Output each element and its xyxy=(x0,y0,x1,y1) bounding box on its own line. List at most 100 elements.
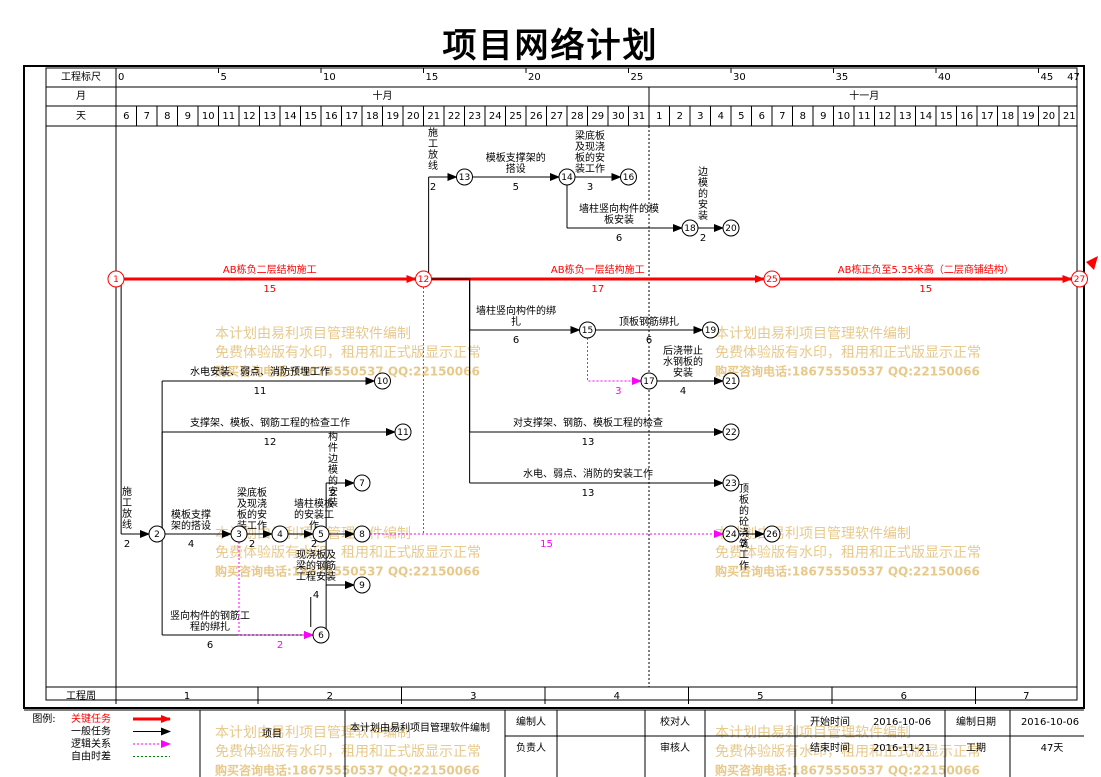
task-duration: 6 xyxy=(513,335,519,346)
logic-duration: 3 xyxy=(615,386,621,397)
task-duration: 2 xyxy=(430,182,436,193)
node-label: 10 xyxy=(377,377,389,387)
watermark-line: 本计划由易利项目管理软件编制 xyxy=(715,326,911,342)
day-label: 1 xyxy=(656,111,662,122)
watermark-line: 本计划由易利项目管理软件编制 xyxy=(215,725,411,741)
task-label: 装工作 xyxy=(575,162,605,175)
day-label: 11 xyxy=(222,111,235,122)
watermark-line: 本计划由易利项目管理软件编制 xyxy=(715,725,911,741)
day-label: 16 xyxy=(325,111,338,122)
day-label: 23 xyxy=(468,111,481,122)
outer-frame xyxy=(23,65,1085,709)
day-label: 8 xyxy=(800,111,806,122)
task-duration: 5 xyxy=(513,182,519,193)
task-label: 水钢板的 xyxy=(663,355,703,368)
node-circle xyxy=(722,525,740,543)
week-label: 3 xyxy=(470,691,476,702)
node-label: 17 xyxy=(643,377,654,387)
day-label: 12 xyxy=(243,111,256,122)
task-duration: 3 xyxy=(587,182,593,193)
watermark-d: 本计划由易利项目管理软件编制免费体验版有水印，租用和正式版显示正常购买咨询电话:… xyxy=(715,526,981,579)
task-duration: 15 xyxy=(263,284,276,295)
project-label: 项目 xyxy=(262,728,282,740)
node-label: 4 xyxy=(277,530,283,540)
day-label: 5 xyxy=(738,111,744,122)
logic-link xyxy=(587,338,642,385)
node-label: 6 xyxy=(318,631,324,641)
task-label-char: 装 xyxy=(698,209,708,222)
start-value: 2016-10-06 xyxy=(873,717,931,728)
week-label: 1 xyxy=(184,691,190,702)
node-circle xyxy=(230,525,248,543)
day-label: 22 xyxy=(448,111,461,122)
task-label-char: 工 xyxy=(739,550,749,561)
ruler-tick-label: 15 xyxy=(426,72,439,83)
task-duration: 13 xyxy=(582,488,595,499)
node-label: 18 xyxy=(684,224,696,234)
task-duration: 4 xyxy=(188,539,194,550)
ruler-tick-label: 45 xyxy=(1041,72,1054,83)
task-duration: 11 xyxy=(254,386,267,397)
task-connector xyxy=(161,432,165,535)
day-label: 13 xyxy=(899,111,912,122)
task-label: 现浇板及 xyxy=(296,548,336,561)
owner-label: 负责人 xyxy=(516,741,546,754)
task-duration: 13 xyxy=(582,437,595,448)
node-circle xyxy=(107,270,125,288)
task-label: 梁底板 xyxy=(575,129,605,142)
day-label: 30 xyxy=(612,111,625,122)
task-label: 后浇带止 xyxy=(663,344,703,357)
node-circle xyxy=(722,219,740,237)
duration-value: 47天 xyxy=(1041,743,1064,754)
task-label-char: 顶 xyxy=(739,483,749,495)
node-circle xyxy=(722,372,740,390)
end-flag xyxy=(1086,256,1098,270)
day-label: 19 xyxy=(386,111,399,122)
node-label: 13 xyxy=(459,173,470,183)
task-duration: 4 xyxy=(313,590,319,601)
week-label: 2 xyxy=(327,691,333,702)
task-label-char: 安 xyxy=(698,198,708,211)
node-label: 8 xyxy=(359,530,365,540)
task-label: 程的绑扎 xyxy=(190,620,230,633)
ruler-tick-label: 20 xyxy=(528,72,541,83)
task-label: 搭设 xyxy=(506,162,526,175)
node-circle xyxy=(722,474,740,492)
day-label: 2 xyxy=(677,111,683,122)
task-label-char: 工 xyxy=(122,498,132,509)
task-label-char: 施 xyxy=(122,485,132,498)
day-label: 12 xyxy=(878,111,891,122)
watermark-line: 购买咨询电话:18675550537 QQ:22150066 xyxy=(215,364,480,379)
node-circle xyxy=(763,270,781,288)
day-label: 24 xyxy=(489,111,502,122)
ruler-tick-label: 0 xyxy=(118,72,124,83)
day-label: 15 xyxy=(940,111,953,122)
task-label-char: 施 xyxy=(428,126,438,139)
legend-label: 图例: xyxy=(32,712,55,725)
start-label: 开始时间 xyxy=(810,715,850,728)
node-circle xyxy=(558,168,576,186)
task-label-char: 放 xyxy=(428,148,438,161)
day-label: 7 xyxy=(144,111,150,122)
task-label: 墙柱模板 xyxy=(294,497,334,510)
duration-label: 工期 xyxy=(966,742,986,754)
task-label-char: 模 xyxy=(698,177,708,189)
task-label-char: 作 xyxy=(739,560,749,572)
ruler-tick-label: 10 xyxy=(323,72,336,83)
node-label: 15 xyxy=(582,326,593,336)
watermark-b: 本计划由易利项目管理软件编制免费体验版有水印，租用和正式版显示正常购买咨询电话:… xyxy=(715,326,981,379)
task-connector xyxy=(161,533,165,635)
node-label: 11 xyxy=(397,428,408,438)
task-label-char: 浇 xyxy=(739,526,749,539)
day-label: 31 xyxy=(632,111,645,122)
task-label: 工程安装 xyxy=(296,570,336,583)
watermark-line: 免费体验版有水印，租用和正式版显示正常 xyxy=(715,545,981,561)
watermark-line: 免费体验版有水印，租用和正式版显示正常 xyxy=(215,545,481,561)
day-label: 4 xyxy=(718,111,724,122)
ruler-tick-label: 40 xyxy=(938,72,951,83)
day-label: 10 xyxy=(202,111,215,122)
task-duration: 2 xyxy=(249,539,255,550)
task-label-char: 模 xyxy=(328,464,338,476)
